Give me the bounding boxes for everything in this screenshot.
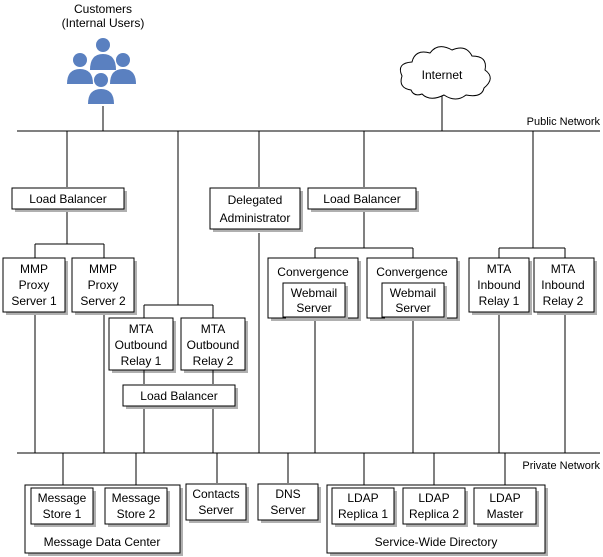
webmail-2-line2: Server bbox=[395, 301, 430, 315]
mta-inbound-relay-1: MTA Inbound Relay 1 bbox=[468, 257, 532, 315]
mta-in2-line3: Relay 2 bbox=[543, 294, 584, 308]
load-balancer-mmp-label: Load Balancer bbox=[29, 192, 106, 206]
service-wide-directory-label: Service-Wide Directory bbox=[375, 535, 498, 549]
dns-server: DNS Server bbox=[257, 483, 321, 523]
cloud-icon bbox=[399, 46, 491, 100]
mta-in1-line2: Inbound bbox=[477, 278, 520, 292]
webmail-server-2: Webmail Server bbox=[381, 282, 447, 320]
delegated-administrator: Delegated Administrator bbox=[209, 187, 303, 232]
message-store-1: Message Store 1 bbox=[30, 487, 96, 527]
webmail-2-line1: Webmail bbox=[390, 286, 436, 300]
store2-line2: Store 2 bbox=[117, 507, 156, 521]
ldap-master: LDAP Master bbox=[473, 487, 539, 527]
service-wide-directory: LDAP Replica 1 LDAP Replica 2 LDAP Maste… bbox=[326, 484, 548, 556]
mmp1-line1: MMP bbox=[20, 262, 48, 276]
mta-out1-line3: Relay 1 bbox=[121, 354, 162, 368]
mmp2-line1: MMP bbox=[89, 262, 117, 276]
replica2-line1: LDAP bbox=[418, 491, 449, 505]
private-network-label: Private Network bbox=[522, 460, 600, 472]
store1-line2: Store 1 bbox=[43, 507, 82, 521]
mta-out2-line2: Outbound bbox=[187, 338, 240, 352]
convergence-server-2: Convergence Webmail Server bbox=[366, 257, 460, 321]
replica1-line2: Replica 1 bbox=[338, 507, 388, 521]
webmail-1-line2: Server bbox=[296, 301, 331, 315]
connectors bbox=[17, 95, 600, 487]
message-store-2: Message Store 2 bbox=[104, 487, 170, 527]
customers-label-line1: Customers bbox=[74, 2, 132, 16]
mmp1-line3: Server 1 bbox=[11, 294, 57, 308]
webmail-1-line1: Webmail bbox=[291, 286, 337, 300]
mta-inbound-relay-2: MTA Inbound Relay 2 bbox=[533, 257, 597, 315]
master-line1: LDAP bbox=[489, 491, 520, 505]
dns-line2: Server bbox=[270, 503, 305, 517]
internet-node: Internet bbox=[399, 46, 491, 100]
customers-label-line2: (Internal Users) bbox=[62, 16, 145, 30]
load-balancer-mta-outbound: Load Balancer bbox=[122, 384, 238, 409]
store1-line1: Message bbox=[38, 491, 87, 505]
mta-in1-line1: MTA bbox=[487, 262, 511, 276]
internet-label: Internet bbox=[422, 68, 463, 82]
mta-out1-line1: MTA bbox=[129, 322, 153, 336]
mta-outbound-relay-2: MTA Outbound Relay 2 bbox=[180, 317, 248, 373]
convergence-1-title: Convergence bbox=[277, 265, 349, 279]
message-data-center-label: Message Data Center bbox=[44, 535, 161, 549]
mta-out2-line3: Relay 2 bbox=[193, 354, 234, 368]
delegated-administrator-line2: Administrator bbox=[220, 211, 291, 225]
mmp1-line2: Proxy bbox=[19, 278, 50, 292]
contacts-line2: Server bbox=[198, 503, 233, 517]
mta-outbound-relay-1: MTA Outbound Relay 1 bbox=[108, 317, 176, 373]
replica2-line2: Replica 2 bbox=[409, 507, 459, 521]
webmail-server-1: Webmail Server bbox=[282, 282, 348, 320]
ldap-replica-1: LDAP Replica 1 bbox=[331, 487, 397, 527]
ldap-replica-2: LDAP Replica 2 bbox=[402, 487, 468, 527]
load-balancer-mta-outbound-label: Load Balancer bbox=[140, 389, 217, 403]
mta-in2-line1: MTA bbox=[551, 262, 575, 276]
replica1-line1: LDAP bbox=[347, 491, 378, 505]
mmp-proxy-server-2: MMP Proxy Server 2 bbox=[71, 257, 137, 315]
master-line2: Master bbox=[487, 507, 524, 521]
mmp2-line3: Server 2 bbox=[80, 294, 126, 308]
mmp2-line2: Proxy bbox=[88, 278, 119, 292]
dns-line1: DNS bbox=[275, 487, 300, 501]
mta-in1-line3: Relay 1 bbox=[479, 294, 520, 308]
contacts-line1: Contacts bbox=[192, 487, 239, 501]
load-balancer-convergence: Load Balancer bbox=[307, 187, 419, 212]
mta-out1-line2: Outbound bbox=[115, 338, 168, 352]
convergence-server-1: Convergence Webmail Server bbox=[267, 257, 361, 321]
users-group-icon bbox=[67, 38, 136, 104]
load-balancer-mmp: Load Balancer bbox=[11, 187, 127, 212]
customers-node: Customers (Internal Users) bbox=[62, 2, 145, 104]
convergence-2-title: Convergence bbox=[376, 265, 448, 279]
mta-out2-line1: MTA bbox=[201, 322, 225, 336]
mmp-proxy-server-1: MMP Proxy Server 1 bbox=[2, 257, 68, 315]
mta-in2-line2: Inbound bbox=[541, 278, 584, 292]
contacts-server: Contacts Server bbox=[185, 483, 249, 523]
store2-line1: Message bbox=[112, 491, 161, 505]
message-data-center: Message Store 1 Message Store 2 Message … bbox=[24, 484, 183, 556]
public-network-label: Public Network bbox=[527, 116, 601, 128]
delegated-administrator-line1: Delegated bbox=[228, 193, 283, 207]
load-balancer-convergence-label: Load Balancer bbox=[323, 192, 400, 206]
